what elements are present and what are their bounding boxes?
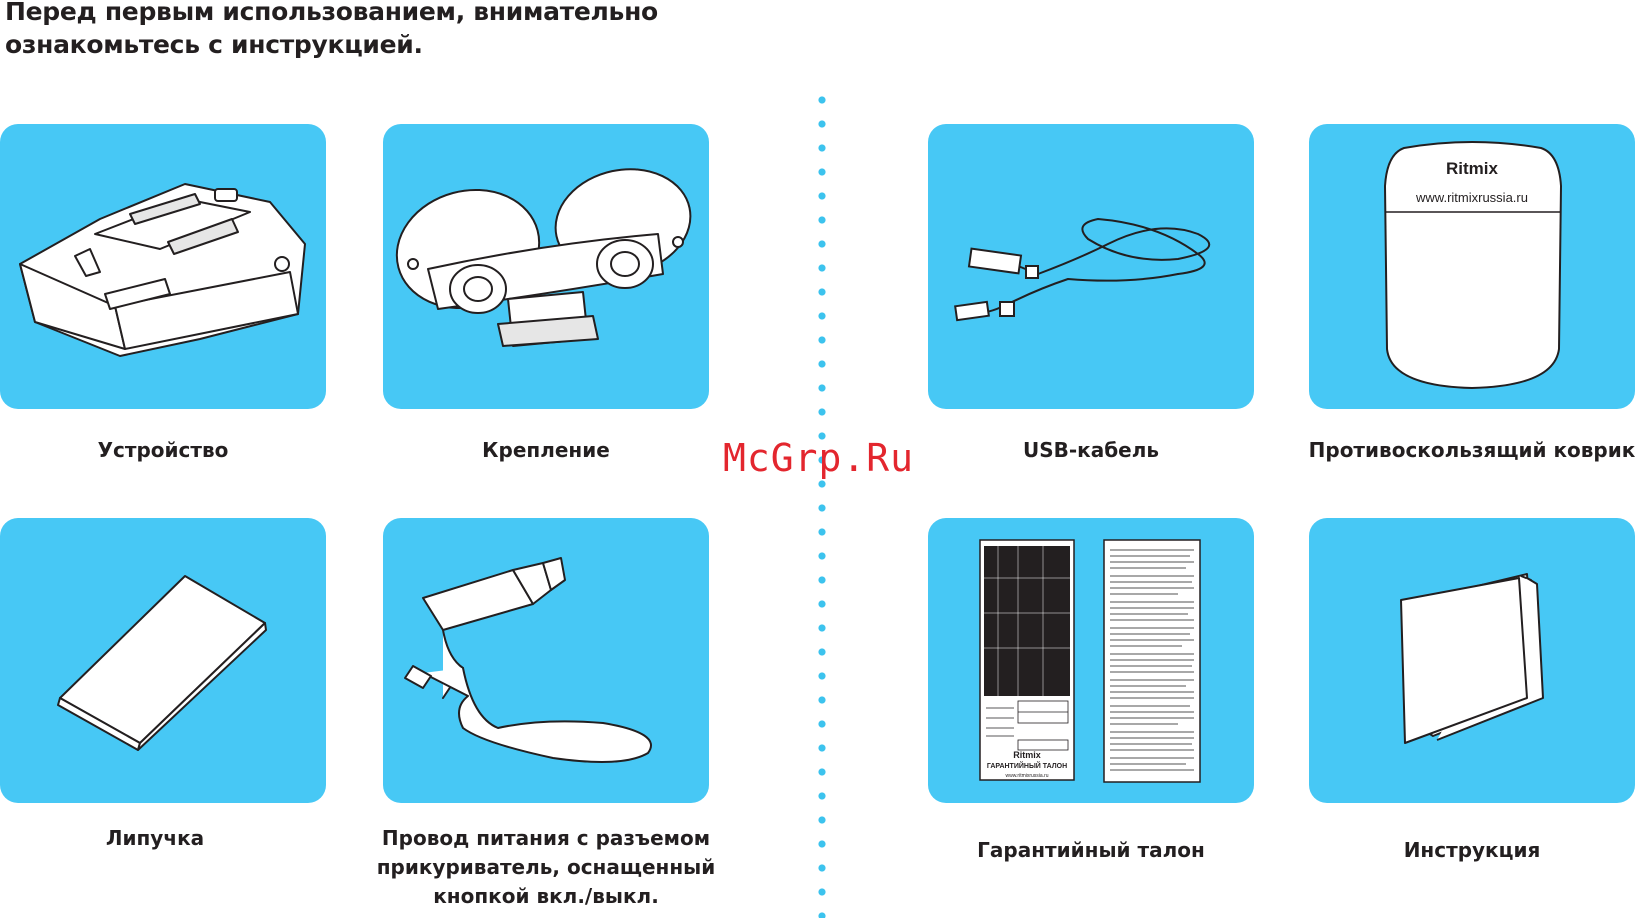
power-cord-icon <box>404 557 652 763</box>
velcro-tile <box>0 518 326 803</box>
intro-text: Перед первым использованием, внимательно… <box>5 0 658 61</box>
label-velcro: Липучка <box>105 826 205 850</box>
label-power-cord-line-2: прикуриватель, оснащенный <box>376 855 716 879</box>
warranty-card-icon: Ritmix ГАРАНТИЙНЫЙ ТАЛОН www.ritmixrussi… <box>979 539 1201 783</box>
warranty-terms-text <box>1110 549 1194 771</box>
usb-cable-icon <box>954 217 1211 322</box>
label-manual: Инструкция <box>1403 838 1541 862</box>
usb-cable-tile <box>928 124 1254 409</box>
label-usb-cable: USB-кабель <box>1022 438 1160 462</box>
warranty-title: ГАРАНТИЙНЫЙ ТАЛОН <box>987 761 1067 770</box>
mat-url: www.ritmixrussia.ru <box>1415 190 1528 205</box>
warranty-brand: Ritmix <box>1013 750 1041 760</box>
label-device: Устройство <box>97 438 229 462</box>
label-anti-slip-mat: Противоскользящий коврик <box>1308 438 1636 462</box>
label-power-cord-line-3: кнопкой вкл./выкл. <box>433 884 659 908</box>
watermark: McGrp.Ru <box>723 436 915 480</box>
dotted-divider <box>818 88 826 918</box>
label-power-cord: Провод питания с разъемом прикуриватель,… <box>346 824 746 911</box>
label-power-cord-line-1: Провод питания с разъемом <box>381 826 711 850</box>
mat-brand: Ritmix <box>1446 159 1499 178</box>
warranty-card-tile: Ritmix ГАРАНТИЙНЫЙ ТАЛОН www.ritmixrussi… <box>928 518 1254 803</box>
label-mount: Крепление <box>482 438 610 462</box>
device-tile <box>0 124 326 409</box>
mount-tile <box>383 124 709 409</box>
power-cord-tile <box>383 518 709 803</box>
anti-slip-mat-tile: Ritmix www.ritmixrussia.ru <box>1309 124 1635 409</box>
manual-tile <box>1309 518 1635 803</box>
intro-line-1: Перед первым использованием, внимательно <box>5 0 658 26</box>
velcro-icon <box>57 575 267 751</box>
manual-icon <box>1400 573 1544 744</box>
intro-line-2: ознакомьтесь с инструкцией. <box>5 30 423 59</box>
radar-detector-icon <box>19 183 306 357</box>
warranty-url: www.ritmixrussia.ru <box>1005 773 1048 779</box>
anti-slip-mat-icon: Ritmix www.ritmixrussia.ru <box>1383 141 1563 390</box>
label-warranty-card: Гарантийный талон <box>977 838 1205 862</box>
suction-mount-icon <box>395 168 692 347</box>
